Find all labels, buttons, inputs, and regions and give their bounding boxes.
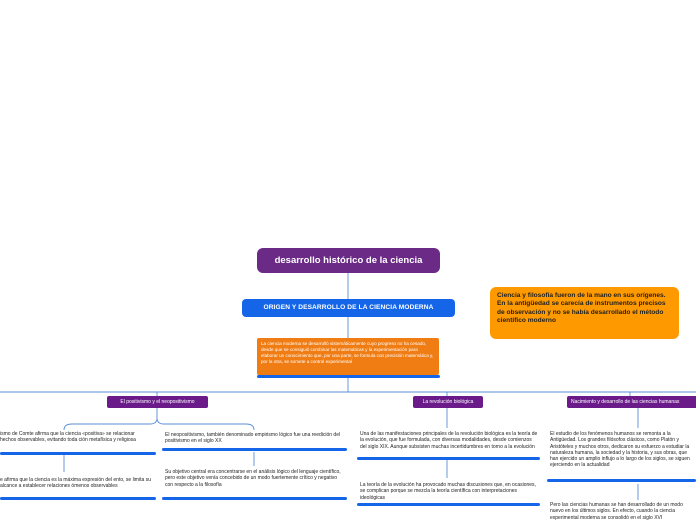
branch-positivismo-label: El positivismo y el neopositivismo <box>120 399 195 405</box>
leaf-humanas-1-underline <box>547 479 696 482</box>
leaf-humanas-1[interactable]: El estudio de los fenómenos humanos se r… <box>550 431 696 477</box>
leaf-neopositivismo-2[interactable]: Su objetivo central era concentrarse en … <box>165 469 345 496</box>
root-label: desarrollo histórico de la ciencia <box>274 255 423 266</box>
leaf-positivismo-2[interactable]: e afirma que la ciencia es la máxima exp… <box>0 477 152 497</box>
leaf-biologica-2-underline <box>357 503 540 506</box>
leaf-neopositivismo-1-text: El neopositivismo, también denominado em… <box>165 432 341 445</box>
main-topic-label: ORIGEN Y DESARROLLO DE LA CIENCIA MODERN… <box>263 304 434 311</box>
callout-node[interactable]: Ciencia y filosofía fueron de la mano en… <box>490 287 679 339</box>
branch-revolucion-biologica[interactable]: La revolución biológica <box>413 396 483 408</box>
leaf-biologica-1-text: Una de las manifestaciones principales d… <box>360 431 538 450</box>
leaf-humanas-2[interactable]: Pero las ciencias humanas se han desarro… <box>550 502 696 520</box>
branch-ciencias-humanas-label: Nacimiento y desarrollo de las ciencias … <box>571 399 680 405</box>
main-description-underline <box>257 375 440 378</box>
leaf-humanas-2-text: Pero las ciencias humanas se han desarro… <box>550 502 683 520</box>
leaf-humanas-1-text: El estudio de los fenómenos humanos se r… <box>550 431 690 469</box>
main-description-text: La ciencia moderna se desarrolló sistemá… <box>261 341 434 364</box>
leaf-positivismo-2-underline <box>0 497 156 500</box>
branch-revolucion-label: La revolución biológica <box>422 399 474 405</box>
leaf-positivismo-1[interactable]: ismo de Comte afirma que la ciencia «pos… <box>0 431 152 452</box>
leaf-neopositivismo-1-underline <box>162 448 347 451</box>
main-description-node[interactable]: La ciencia moderna se desarrolló sistemá… <box>257 338 439 375</box>
leaf-biologica-2-text: La teoría de la evolución ha provocado m… <box>360 482 536 501</box>
branch-ciencias-humanas[interactable]: Nacimiento y desarrollo de las ciencias … <box>567 396 696 408</box>
leaf-biologica-2[interactable]: La teoría de la evolución ha provocado m… <box>360 482 538 502</box>
leaf-biologica-1-underline <box>357 457 540 460</box>
leaf-neopositivismo-1[interactable]: El neopositivismo, también denominado em… <box>165 432 345 447</box>
leaf-positivismo-1-text: ismo de Comte afirma que la ciencia «pos… <box>0 431 136 444</box>
link-pos-split <box>63 408 255 431</box>
leaf-neopositivismo-2-underline <box>162 497 347 500</box>
main-topic-node[interactable]: ORIGEN Y DESARROLLO DE LA CIENCIA MODERN… <box>242 299 455 317</box>
leaf-biologica-1[interactable]: Una de las manifestaciones principales d… <box>360 431 538 457</box>
callout-text: Ciencia y filosofía fueron de la mano en… <box>497 292 666 324</box>
leaf-neopositivismo-2-text: Su objetivo central era concentrarse en … <box>165 469 341 488</box>
leaf-positivismo-2-text: e afirma que la ciencia es la máxima exp… <box>0 477 151 490</box>
root-node[interactable]: desarrollo histórico de la ciencia <box>257 248 440 273</box>
branch-positivismo[interactable]: El positivismo y el neopositivismo <box>107 396 208 408</box>
leaf-positivismo-1-underline <box>0 452 156 455</box>
